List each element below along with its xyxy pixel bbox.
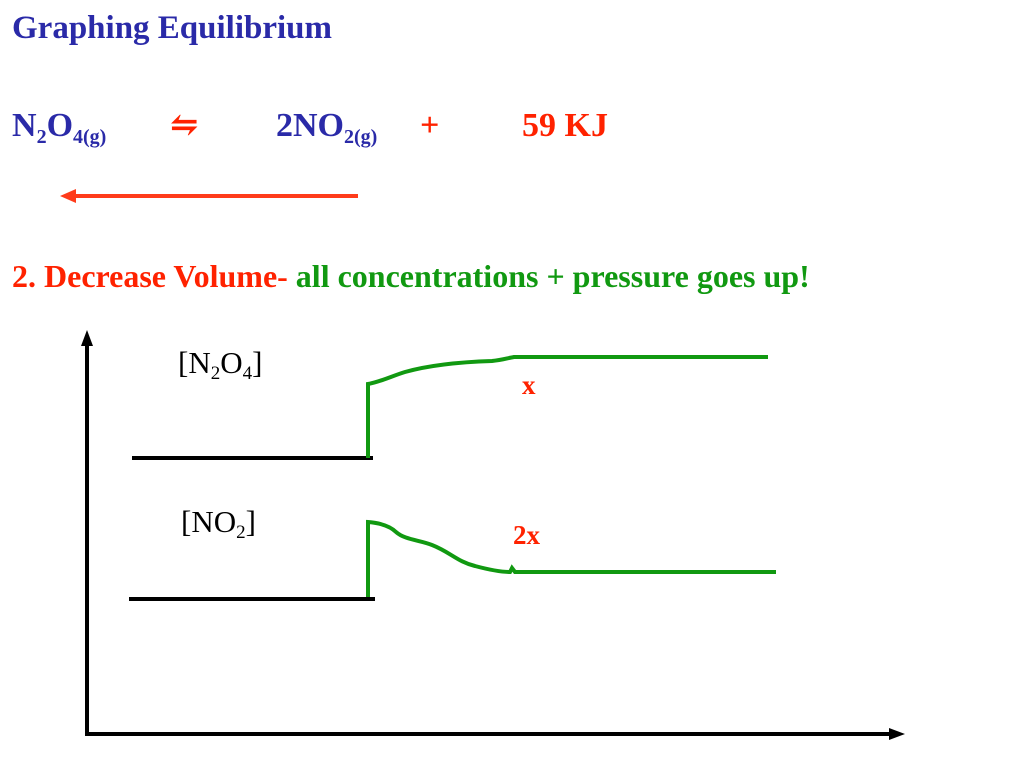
n2o4-concentration-curve — [366, 355, 768, 458]
no2-ratio-label: 2x — [513, 520, 540, 550]
page-title: Graphing Equilibrium — [12, 10, 333, 46]
equation-energy: 59 KJ — [522, 107, 608, 144]
x-axis — [85, 728, 905, 740]
no2-concentration-curve — [366, 519, 776, 597]
no2-concentration-label: [NO2] — [181, 504, 256, 543]
n2o4-concentration-label: [N2O4] — [178, 345, 263, 384]
equation-product: 2NO2(g) — [276, 107, 378, 148]
statement-condition: 2. Decrease Volume- — [12, 258, 288, 294]
equation-reactant: N2O4(g) — [12, 107, 107, 148]
equilibrium-arrow-icon: ⇋ — [170, 107, 199, 144]
n2o4-ratio-label: x — [522, 370, 536, 400]
volume-statement: 2. Decrease Volume- all concentrations +… — [12, 258, 810, 295]
shift-left-arrow-icon — [60, 189, 358, 203]
equation-plus: + — [420, 107, 440, 144]
y-axis — [81, 330, 93, 736]
statement-result: all concentrations + pressure goes up! — [287, 258, 810, 294]
